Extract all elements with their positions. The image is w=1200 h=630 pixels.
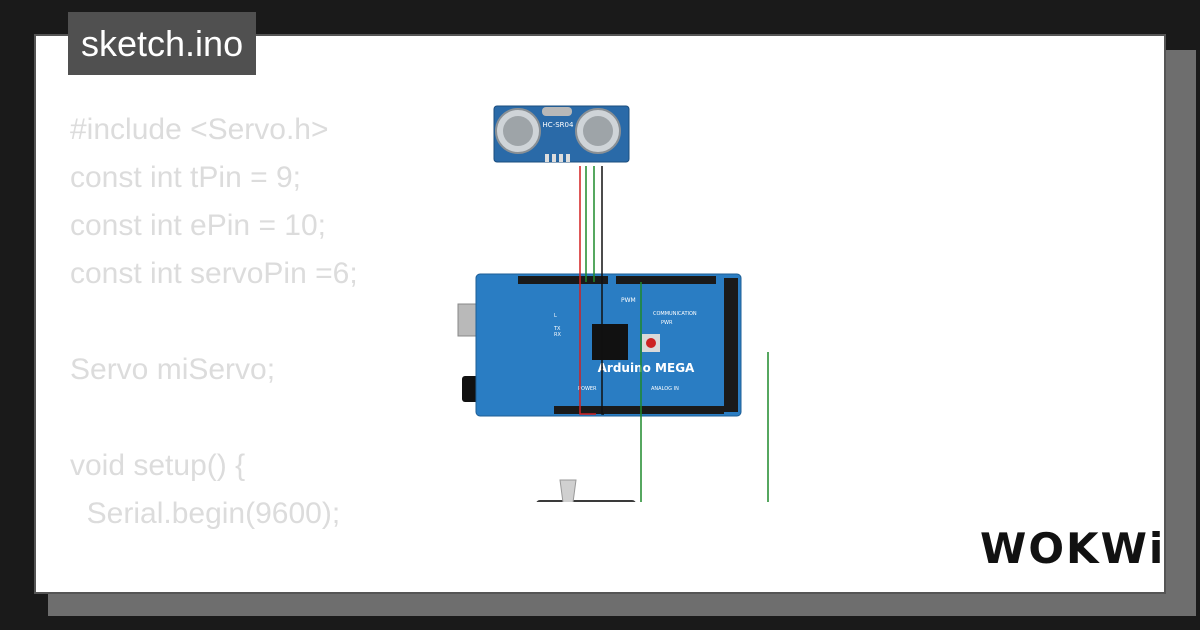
code-editor: #include <Servo.h> const int tPin = 9; con… xyxy=(70,106,432,592)
wires xyxy=(579,166,769,502)
code-line xyxy=(70,538,432,586)
code-line: Serial.begin(9600); xyxy=(70,497,341,530)
code-line: miServo.attach(servoPin); xyxy=(70,586,432,592)
preview-card: #include <Servo.h> const int tPin = 9; con… xyxy=(34,34,1166,594)
code-line xyxy=(70,394,432,442)
code-line: const int ePin = 10; xyxy=(70,209,326,242)
circuit-diagram: HC-SR04 Arduino MEGA PWM COMMUNICATION P… xyxy=(457,105,769,502)
tx-led-label: TX xyxy=(553,326,561,332)
communication-label: COMMUNICATION xyxy=(653,311,697,317)
l-led-label: L xyxy=(554,313,557,319)
code-line: Servo miServo; xyxy=(70,353,276,386)
arduino-mega-board[interactable]: Arduino MEGA PWM COMMUNICATION POWER ANA… xyxy=(457,273,742,417)
rx-led-label: RX xyxy=(554,332,561,338)
file-tab[interactable]: sketch.ino xyxy=(68,12,257,75)
code-line: const int tPin = 9; xyxy=(70,161,301,194)
power-label: POWER xyxy=(578,386,597,392)
pwm-label: PWM xyxy=(621,297,636,304)
code-line: void setup() { xyxy=(70,449,246,482)
ultrasonic-sensor[interactable]: HC-SR04 xyxy=(493,105,630,163)
code-line xyxy=(70,298,432,346)
analog-in-label: ANALOG IN xyxy=(651,386,679,392)
pwr-led-label: PWR xyxy=(661,320,673,326)
sensor-label: HC-SR04 xyxy=(543,121,574,129)
servo-motor[interactable] xyxy=(502,479,636,502)
wokwi-logo: WOKWi xyxy=(980,524,1166,573)
code-line: #include <Servo.h> xyxy=(70,113,329,146)
code-line: const int servoPin =6; xyxy=(70,257,358,290)
board-label: Arduino MEGA xyxy=(598,361,695,375)
